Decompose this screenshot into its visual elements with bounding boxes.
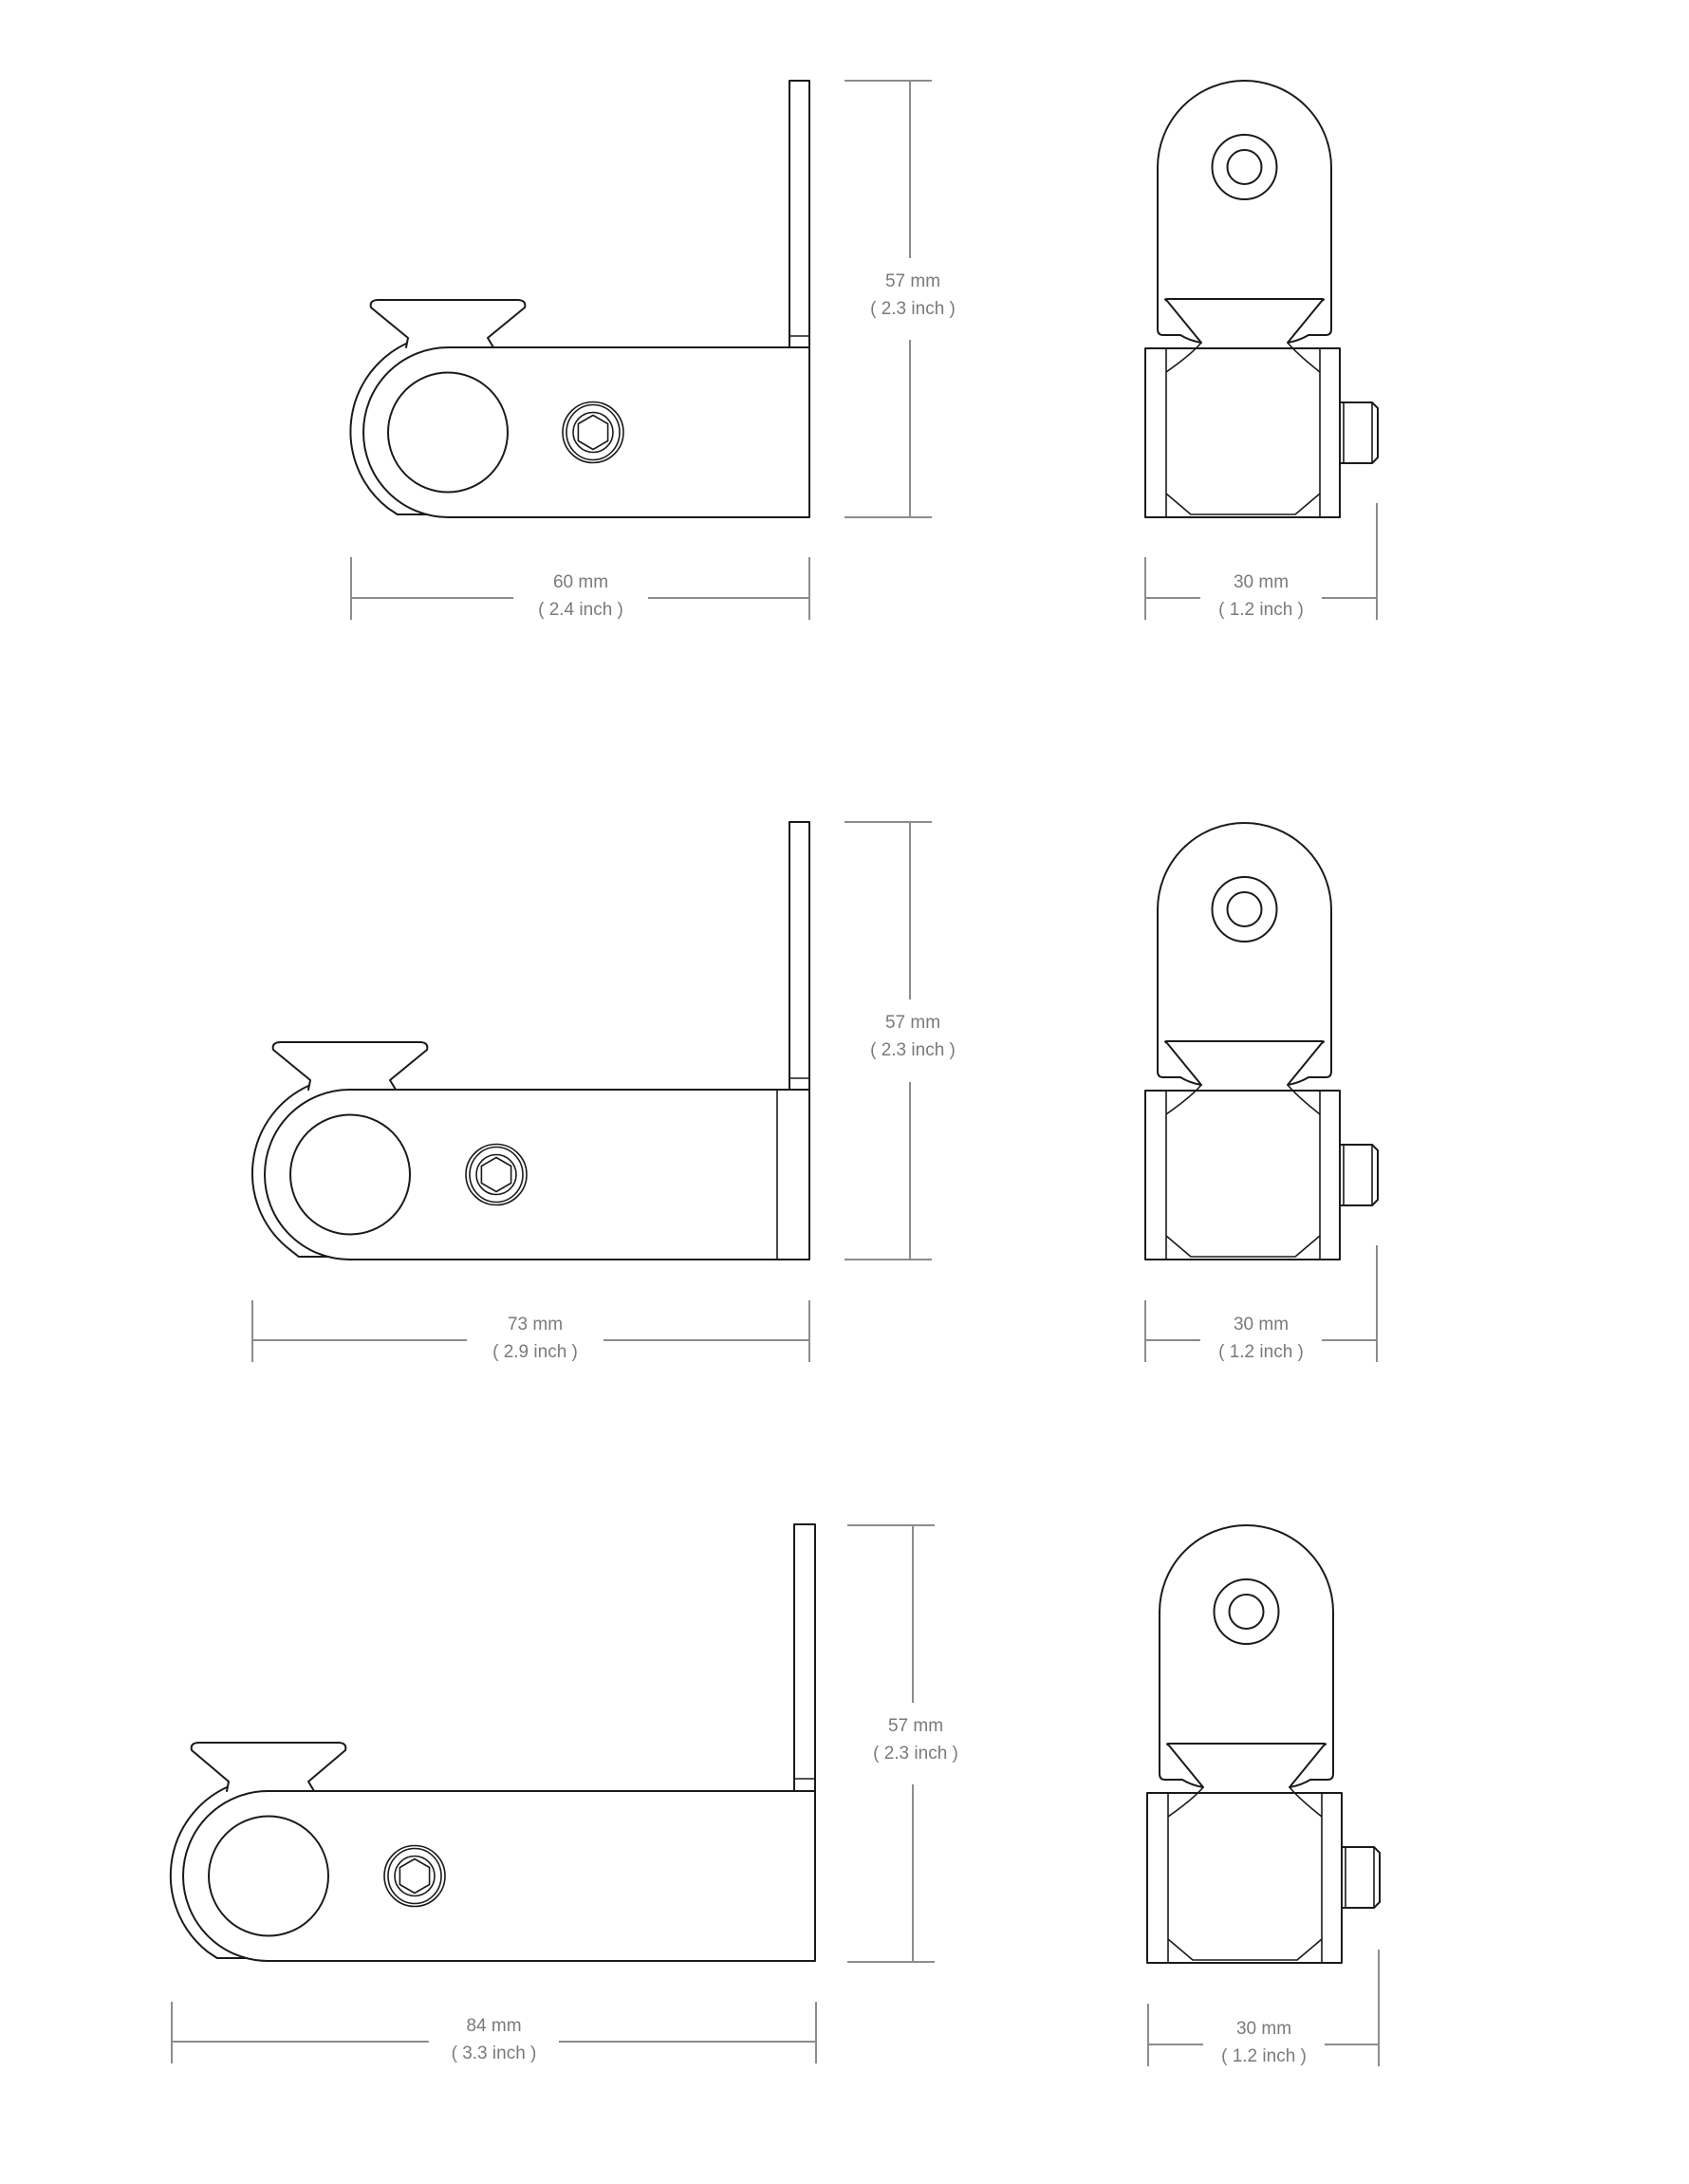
front-view xyxy=(1144,80,1379,518)
bracket-variant-1: 57 mm ( 2.3 inch ) 60 mm ( 2.4 inch ) 30 mm (… xyxy=(349,80,1379,620)
dovetail-mount xyxy=(190,1742,347,1792)
length-dimension-value: 84 mm xyxy=(466,2016,521,2036)
rod-hole xyxy=(387,371,509,494)
height-dimension-value: 57 mm xyxy=(885,1013,940,1033)
side-view xyxy=(349,80,810,518)
front-view xyxy=(1146,1524,1381,1964)
length-dimension-inch: ( 3.3 inch ) xyxy=(452,2044,537,2063)
arm-bar xyxy=(264,1089,810,1260)
mount-tab xyxy=(1157,80,1332,344)
tab-hole-inner xyxy=(1226,149,1263,185)
dimensions: 57 mm ( 2.3 inch ) 60 mm ( 2.4 inch ) 30 mm (… xyxy=(350,80,1378,620)
bracket-variant-3: 57 mm ( 2.3 inch ) 84 mm ( 3.3 inch ) 30 mm (… xyxy=(169,1523,1381,2066)
vertical-plate xyxy=(789,821,810,1091)
clamp-body xyxy=(1144,1090,1341,1260)
hex-bolt-icon xyxy=(465,1143,528,1206)
width-dimension-value: 30 mm xyxy=(1234,1315,1289,1335)
length-dimension-inch: ( 2.4 inch ) xyxy=(538,600,623,620)
width-dimension-inch: ( 1.2 inch ) xyxy=(1218,1342,1304,1362)
dovetail-stem xyxy=(1165,342,1321,515)
length-dimension-value: 73 mm xyxy=(508,1315,563,1335)
bracket-variant-2: 57 mm ( 2.3 inch ) 73 mm ( 2.9 inch ) 30 mm (… xyxy=(251,821,1379,1362)
front-view xyxy=(1144,822,1379,1260)
dovetail-mount xyxy=(369,299,527,348)
height-dimension-inch: ( 2.3 inch ) xyxy=(870,1040,956,1060)
vertical-plate xyxy=(789,80,810,348)
clamp-body xyxy=(1144,347,1341,518)
height-dimension-inch: ( 2.3 inch ) xyxy=(873,1744,958,1764)
width-dimension-inch: ( 1.2 inch ) xyxy=(1218,600,1304,620)
length-dimension-value: 60 mm xyxy=(553,572,608,592)
width-dimension-inch: ( 1.2 inch ) xyxy=(1221,2046,1307,2066)
length-dimension-inch: ( 2.9 inch ) xyxy=(492,1342,578,1362)
height-dimension-inch: ( 2.3 inch ) xyxy=(870,299,956,319)
height-dimension-value: 57 mm xyxy=(885,271,940,291)
mount-tab xyxy=(1159,1524,1334,1788)
rod-hole xyxy=(289,1113,411,1236)
dimensions: 57 mm ( 2.3 inch ) 73 mm ( 2.9 inch ) 30 mm (… xyxy=(251,821,1378,1362)
dovetail-stem xyxy=(1167,1786,1323,1961)
arm-bar xyxy=(182,1790,816,1962)
clamp-body xyxy=(1146,1792,1343,1964)
tab-hole-inner xyxy=(1226,891,1263,927)
width-dimension-value: 30 mm xyxy=(1236,2019,1291,2039)
mount-tab xyxy=(1157,822,1332,1086)
height-dimension-value: 57 mm xyxy=(888,1716,943,1736)
hex-bolt-icon xyxy=(562,401,624,464)
hex-bolt-icon xyxy=(383,1844,446,1908)
dimensions: 57 mm ( 2.3 inch ) 84 mm ( 3.3 inch ) 30 mm (… xyxy=(171,1524,1380,2066)
dovetail-mount xyxy=(271,1041,429,1091)
side-view xyxy=(169,1523,816,1962)
side-view xyxy=(251,821,810,1260)
tab-hole-inner xyxy=(1228,1594,1265,1630)
width-dimension-value: 30 mm xyxy=(1234,572,1289,592)
rod-hole xyxy=(208,1815,329,1937)
vertical-plate xyxy=(793,1523,816,1792)
dovetail-stem xyxy=(1165,1084,1321,1258)
